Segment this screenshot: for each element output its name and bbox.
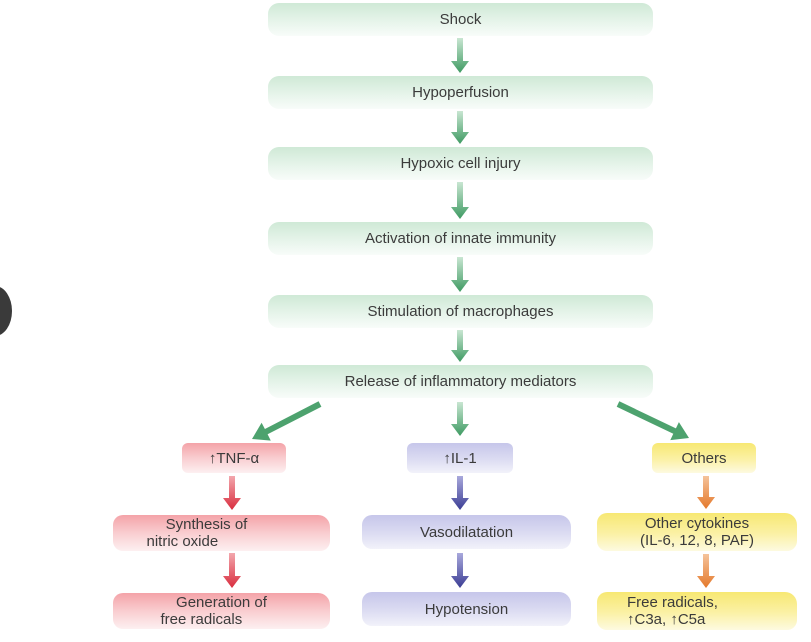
node-label: Release of inflammatory mediators	[344, 373, 577, 390]
node-label: Hypotension	[424, 600, 509, 618]
arrow-down-icon	[451, 476, 469, 510]
arrow-down-icon	[451, 257, 469, 292]
node-label: Vasodilatation	[419, 523, 514, 541]
node-label-line1: Generation of	[176, 594, 267, 611]
node-label-line2: (IL-6, 12, 8, PAF)	[640, 532, 754, 549]
node-label-line1: Free radicals,	[627, 594, 718, 611]
node-tnf-alpha: ↑TNF-α	[182, 443, 286, 473]
arrow-down-icon	[697, 554, 715, 588]
node-stimulation-macrophages: Stimulation of macrophages	[268, 295, 653, 328]
node-hypotension: Hypotension	[362, 592, 571, 626]
node-label-line2: free radicals	[160, 611, 243, 628]
side-scroll-handle	[0, 286, 12, 336]
node-label-line1: Synthesis of	[165, 516, 248, 533]
node-others: Others	[652, 443, 756, 473]
node-label: ↑TNF-α	[208, 449, 260, 467]
arrow-down-icon	[223, 476, 241, 510]
arrow-down-icon	[451, 111, 469, 144]
node-synthesis-nitric-oxide: Synthesis of nitric oxide	[113, 515, 330, 551]
arrow-down-icon	[451, 402, 469, 436]
node-label: Others	[681, 449, 727, 467]
node-other-cytokines: Other cytokines (IL-6, 12, 8, PAF)	[597, 513, 797, 551]
node-il-1: ↑IL-1	[407, 443, 513, 473]
node-vasodilatation: Vasodilatation	[362, 515, 571, 549]
node-label: Activation of innate immunity	[365, 230, 556, 247]
arrow-diagonal-left-icon	[252, 401, 322, 441]
node-label: Shock	[439, 11, 482, 28]
node-label: Stimulation of macrophages	[367, 303, 554, 320]
node-label-line2: ↑C3a, ↑C5a	[627, 611, 706, 628]
arrow-down-icon	[223, 553, 241, 588]
node-label-line1: Other cytokines	[644, 515, 750, 532]
node-free-radicals-c3a-c5a: Free radicals, ↑C3a, ↑C5a	[597, 592, 797, 630]
arrow-down-icon	[451, 330, 469, 362]
node-shock: Shock	[268, 3, 653, 36]
node-hypoperfusion: Hypoperfusion	[268, 76, 653, 109]
node-activation-innate-immunity: Activation of innate immunity	[268, 222, 653, 255]
arrow-down-icon	[451, 182, 469, 219]
node-label: Hypoxic cell injury	[400, 155, 521, 172]
arrow-down-icon	[697, 476, 715, 509]
node-generation-free-radicals: Generation of free radicals	[113, 593, 330, 629]
node-label: ↑IL-1	[443, 449, 477, 467]
arrow-diagonal-right-icon	[616, 401, 689, 441]
arrow-down-icon	[451, 553, 469, 588]
node-label: Hypoperfusion	[412, 84, 509, 101]
node-release-inflammatory-mediators: Release of inflammatory mediators	[268, 365, 653, 398]
arrow-down-icon	[451, 38, 469, 73]
node-label-line2: nitric oxide	[146, 533, 219, 550]
node-hypoxic-cell-injury: Hypoxic cell injury	[268, 147, 653, 180]
